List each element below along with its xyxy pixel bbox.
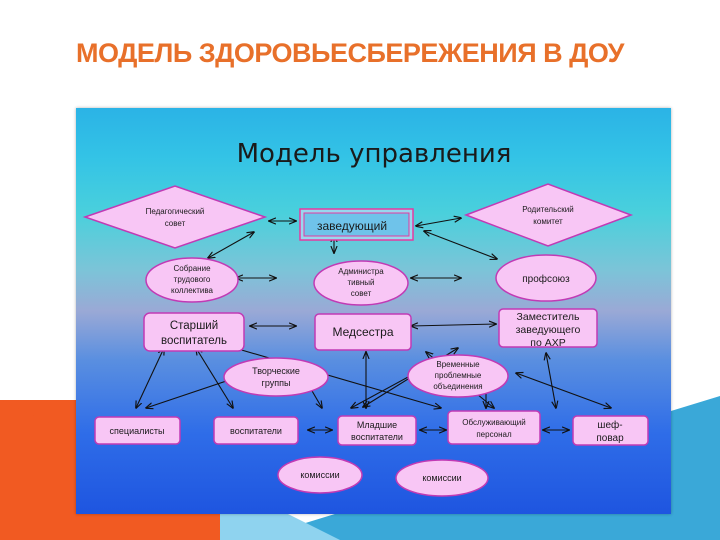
node-vospitateli: воспитатели (213, 416, 299, 445)
node-ped-sovet-line1: Педагогический (146, 207, 205, 216)
node-komissii-2-label: комиссии (422, 473, 461, 483)
node-admin-sovet-line1: Администра (338, 267, 384, 276)
node-sobranie-line1: Собрание (173, 264, 211, 273)
node-vrem-obyed-line1: Временные (436, 360, 480, 369)
management-model-diagram: Модель управления Педагогический совет (82, 139, 649, 497)
node-obsl-personal: Обслуживающий персонал (447, 410, 541, 445)
node-komissii-1-label: комиссии (300, 470, 339, 480)
node-admin-sovet-line2: тивный (347, 278, 374, 287)
diagram-panel: Модель управления Педагогический совет (76, 108, 671, 514)
node-sobranie-line2: трудового (174, 275, 211, 284)
node-medsestra: Медсестра (314, 313, 412, 351)
node-tvorch-gruppy-line1: Творческие (252, 366, 300, 376)
node-ml-vospitateli-line1: Младшие (357, 420, 397, 430)
node-zam-ahr-line3: по АХР (530, 337, 565, 349)
diagram-heading: Модель управления (237, 139, 512, 169)
node-zaveduyushchiy-label: заведующий (317, 219, 387, 233)
node-rod-komitet: Родительский комитет (463, 183, 634, 247)
node-shef-povar: шеф-повар (572, 415, 649, 446)
node-sobranie-line3: коллектива (171, 286, 214, 295)
node-zam-ahr-line2: заведующего (516, 324, 581, 336)
node-shef-povar-line1: шеф- (597, 419, 622, 431)
node-zam-ahr-line1: Заместитель (517, 311, 580, 323)
node-admin-sovet-line3: совет (351, 289, 372, 298)
node-shef-povar-line2: повар (596, 433, 624, 444)
node-spetsialisty: специалисты (94, 416, 181, 445)
node-tvorch-gruppy-line2: группы (262, 378, 291, 388)
node-st-vospitatel-line2: воспитатель (161, 335, 227, 347)
node-profsoyuz: профсоюз (495, 254, 597, 302)
node-tvorch-gruppy: Творческие группы (223, 357, 329, 397)
node-ml-vospitateli-line2: воспитатели (351, 432, 403, 442)
node-ped-sovet-line2: совет (165, 219, 186, 228)
node-rod-komitet-line2: комитет (533, 217, 563, 226)
node-ped-sovet: Педагогический совет (82, 185, 268, 249)
slide-title: МОДЕЛЬ ЗДОРОВЬЕСБЕРЕЖЕНИЯ В ДОУ (76, 38, 624, 68)
node-vrem-obyed-line2: проблемные (435, 371, 482, 380)
node-komissii-2: комиссии (395, 459, 489, 497)
node-sobranie: Собрание трудового коллектива (145, 257, 239, 303)
svg-text:шеф-повар: шеф-повар (596, 419, 624, 444)
node-obsl-personal-line2: персонал (476, 430, 512, 439)
node-obsl-personal-line1: Обслуживающий (462, 418, 525, 427)
node-vrem-obyed: Временные проблемные объединения (407, 354, 509, 398)
node-ml-vospitateli: Младшие воспитатели (337, 415, 417, 446)
node-profsoyuz-label: профсоюз (522, 273, 570, 285)
node-st-vospitatel-line1: Старший (170, 320, 218, 332)
node-vospitateli-label: воспитатели (230, 426, 282, 436)
node-komissii-1: комиссии (277, 456, 363, 494)
node-vrem-obyed-line3: объединения (433, 382, 482, 391)
node-st-vospitatel: Старший воспитатель (143, 312, 245, 352)
node-spetsialisty-label: специалисты (110, 426, 165, 436)
connector-arrows (136, 218, 611, 430)
node-medsestra-label: Медсестра (332, 325, 393, 339)
node-zaveduyushchiy: заведующий (299, 208, 414, 241)
node-admin-sovet: Администра тивный совет (313, 260, 409, 306)
node-rod-komitet-line1: Родительский (522, 205, 573, 214)
